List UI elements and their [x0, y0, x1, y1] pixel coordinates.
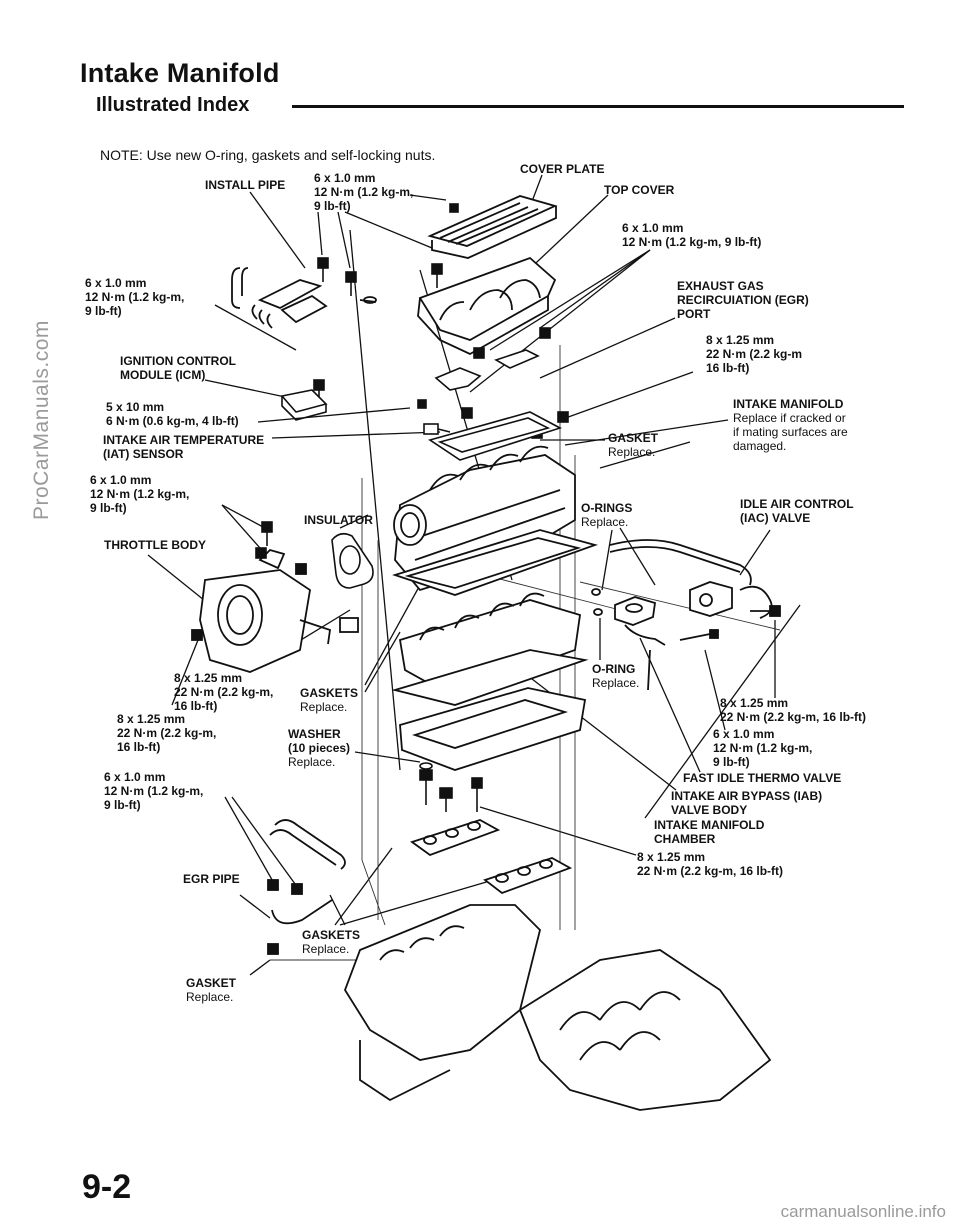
install-pipe-illustration: [231, 267, 377, 329]
label-bolt-chamber-825: 8 x 1.25 mm 22 N·m (2.2 kg-m, 16 lb-ft): [637, 850, 784, 878]
note-text: NOTE: Use new O-ring, gaskets and self-l…: [100, 147, 436, 163]
label-iat-sensor: INTAKE AIR TEMPERATURE (IAT) SENSOR: [103, 433, 265, 461]
label-washer: WASHER (10 pieces) Replace.: [288, 727, 351, 769]
egr-port-illustration: [434, 349, 540, 391]
label-bolt-top-right: 6 x 1.0 mm 12 N·m (1.2 kg-m, 9 lb-ft): [622, 221, 762, 249]
label-egr-port: EXHAUST GAS RECIRCUIATION (EGR) PORT: [677, 279, 809, 321]
label-install-pipe: INSTALL PIPE: [205, 178, 286, 192]
label-idle-air-control: IDLE AIR CONTROL (IAC) VALVE: [740, 497, 854, 525]
label-bolt-left-lower: 6 x 1.0 mm 12 N·m (1.2 kg-m, 9 lb-ft): [104, 770, 204, 812]
label-bolt-5x10: 5 x 10 mm 6 N·m (0.6 kg-m, 4 lb-ft): [106, 400, 239, 428]
label-orings: O-RINGS Replace.: [581, 501, 633, 529]
side-watermark: ProCarManuals.com: [30, 320, 53, 520]
label-bolt-right-lower-825: 8 x 1.25 mm 22 N·m (2.2 kg-m, 16 lb-ft): [720, 696, 867, 724]
intake-manifold-illustration: [393, 445, 576, 592]
label-oring: O-RING Replace.: [592, 662, 640, 690]
label-intake-manifold-chamber: INTAKE MANIFOLD CHAMBER: [654, 818, 765, 846]
bolts-left-mid: [255, 521, 273, 559]
footer-watermark: carmanualsonline.info: [780, 1202, 946, 1221]
iac-valve-illustration: [609, 539, 781, 619]
label-gasket-top: GASKET Replace.: [608, 431, 659, 459]
page-number: 9-2: [82, 1168, 132, 1206]
page-title: Intake Manifold: [80, 58, 280, 88]
label-iab-valve-body: INTAKE AIR BYPASS (IAB) VALVE BODY: [671, 789, 823, 817]
label-egr-pipe: EGR PIPE: [183, 872, 240, 886]
label-icm: IGNITION CONTROL MODULE (ICM): [120, 354, 236, 382]
label-intake-manifold: INTAKE MANIFOLD Replace if cracked or if…: [733, 397, 848, 453]
insulator-illustration: [331, 532, 374, 589]
label-bolt-right-6x10: 6 x 1.0 mm 12 N·m (1.2 kg-m, 9 lb-ft): [713, 727, 813, 769]
lower-gaskets-illustration: [410, 819, 573, 895]
label-bolt-top: 6 x 1.0 mm 12 N·m (1.2 kg-m, 9 lb-ft): [314, 171, 414, 213]
label-top-cover: TOP COVER: [604, 183, 675, 197]
egr-pipe-illustration: [267, 819, 346, 955]
label-bolt-left-upper: 6 x 1.0 mm 12 N·m (1.2 kg-m, 9 lb-ft): [85, 276, 185, 318]
label-throttle-body: THROTTLE BODY: [104, 538, 206, 552]
page-subtitle: Illustrated Index: [96, 94, 250, 116]
label-bolt-left-825: 8 x 1.25 mm 22 N·m (2.2 kg-m, 16 lb-ft): [117, 712, 217, 754]
subtitle-rule: [292, 105, 904, 108]
fast-idle-valve-illustration: [591, 588, 719, 691]
label-insulator: INSULATOR: [304, 513, 373, 527]
gasket-stack-illustration: [391, 529, 598, 771]
label-bolt-throttle-825: 8 x 1.25 mm 22 N·m (2.2 kg-m, 16 lb-ft): [174, 671, 274, 713]
label-cover-plate: COVER PLATE: [520, 162, 605, 176]
label-gaskets-mid: GASKETS Replace.: [300, 686, 359, 714]
icm-illustration: [280, 389, 328, 421]
label-bolt-right-825: 8 x 1.25 mm 22 N·m (2.2 kg-m 16 lb-ft): [706, 333, 803, 375]
engine-block-illustration: [344, 904, 772, 1111]
iat-sensor-illustration: [423, 423, 451, 435]
throttle-body-illustration: [191, 548, 359, 673]
label-bolt-left-mid: 6 x 1.0 mm 12 N·m (1.2 kg-m, 9 lb-ft): [90, 473, 190, 515]
label-gaskets-lower: GASKETS Replace.: [302, 928, 361, 956]
washer-bolts-illustration: [419, 762, 483, 812]
label-fast-idle-thermo-valve: FAST IDLE THERMO VALVE: [683, 771, 842, 785]
label-gasket-lower: GASKET Replace.: [186, 976, 237, 1004]
gasket-top-illustration: [428, 411, 563, 461]
top-cover-illustration: [417, 195, 558, 356]
